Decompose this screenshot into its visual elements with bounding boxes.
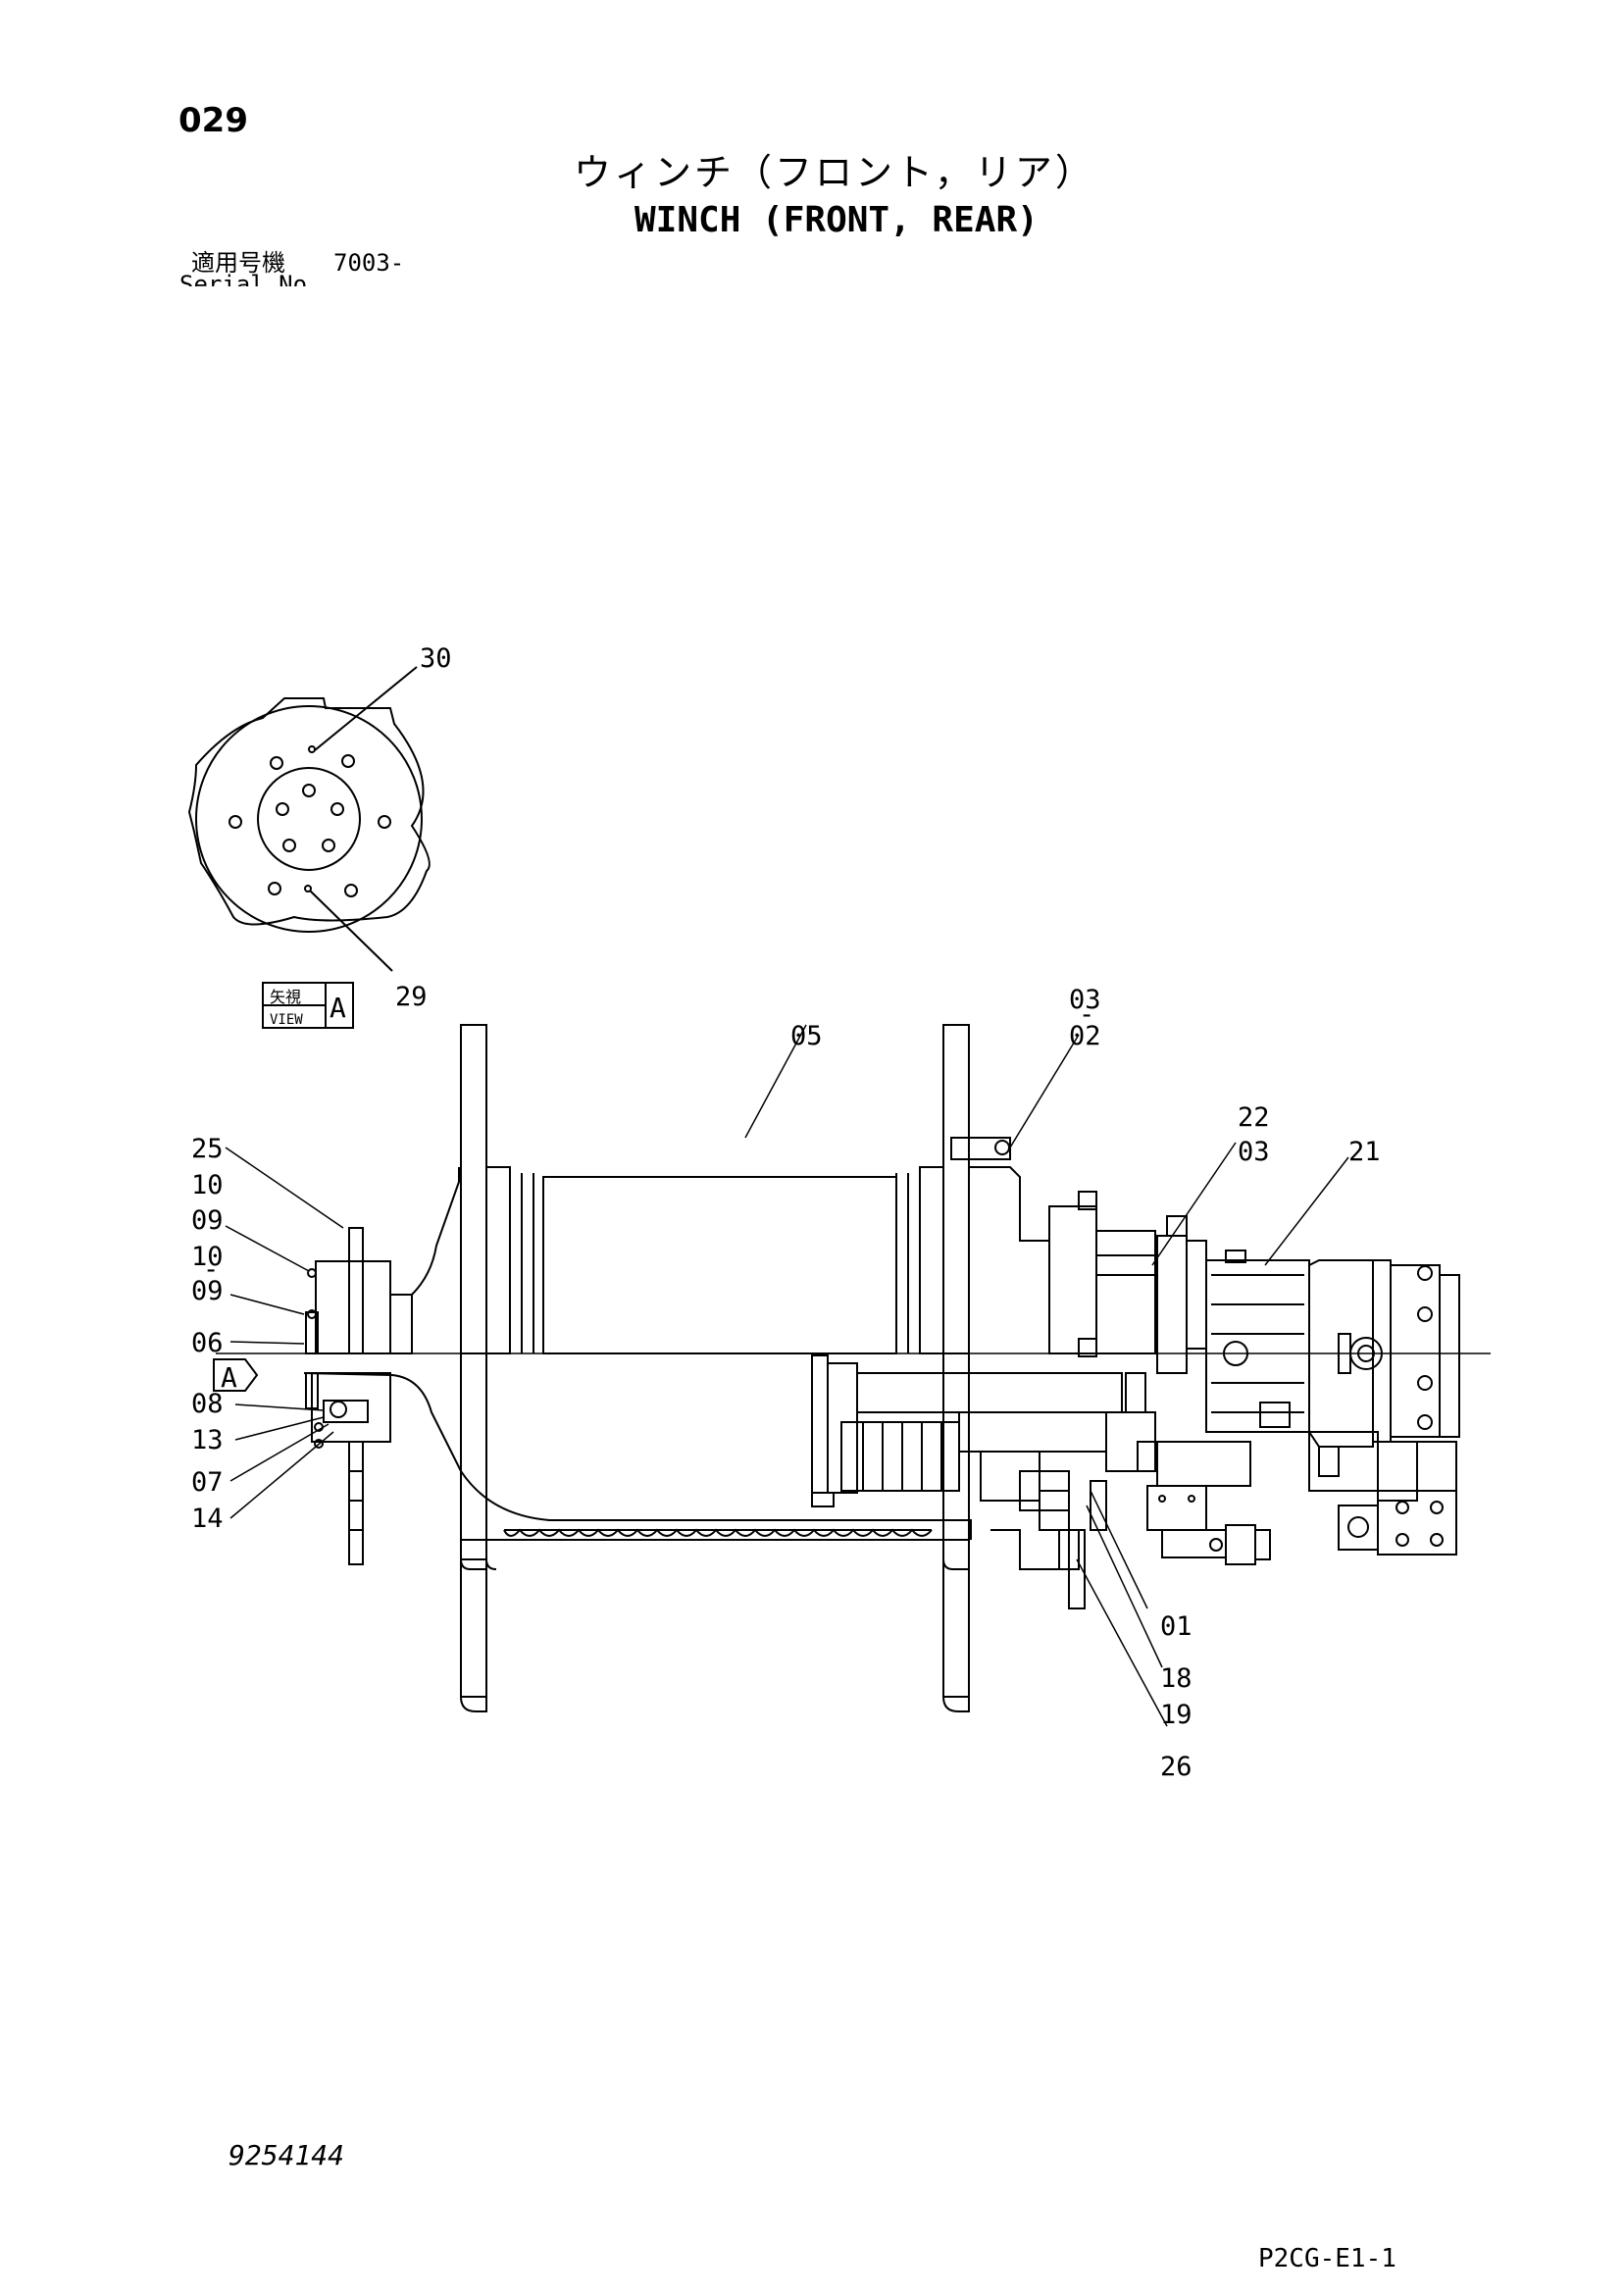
page-number: 029 bbox=[178, 101, 248, 140]
serial-number-value: 7003- bbox=[333, 249, 405, 277]
callout-02: 02 bbox=[1069, 1021, 1101, 1051]
left-bearing-bracket bbox=[305, 1167, 460, 1354]
callout-03-second: 03 bbox=[1238, 1137, 1270, 1167]
left-lower-bracket bbox=[305, 1372, 391, 1565]
leader-29 bbox=[309, 890, 393, 972]
serial-label-japanese: 適用号機 bbox=[191, 249, 285, 277]
page-title-english: WINCH (FRONT, REAR) bbox=[634, 200, 1039, 240]
callout-dash-2: - bbox=[203, 1254, 219, 1285]
view-label-japanese: 矢視 bbox=[270, 988, 301, 1006]
drum-right-flange bbox=[942, 1024, 970, 1570]
callout-09: 09 bbox=[191, 1205, 224, 1236]
view-label-letter: A bbox=[330, 992, 346, 1024]
leader-lines bbox=[225, 1024, 1349, 1727]
callout-01: 01 bbox=[1160, 1611, 1193, 1642]
view-label-box: 矢視 VIEW A bbox=[262, 982, 354, 1029]
drum-body bbox=[485, 1166, 944, 1354]
callout-09-second: 09 bbox=[191, 1276, 224, 1306]
callout-14: 14 bbox=[191, 1504, 224, 1534]
page-title-japanese: ウィンチ（フロント，リア） bbox=[574, 151, 1095, 194]
callout-25: 25 bbox=[191, 1134, 224, 1164]
valve-block-left bbox=[1146, 1485, 1271, 1565]
leader-30 bbox=[314, 666, 418, 751]
document-number: 9254144 bbox=[228, 2139, 345, 2171]
callout-07: 07 bbox=[191, 1467, 224, 1498]
callout-06: 06 bbox=[191, 1328, 224, 1358]
callout-13: 13 bbox=[191, 1425, 224, 1455]
callout-30: 30 bbox=[420, 643, 452, 674]
callout-05: 05 bbox=[790, 1021, 823, 1051]
callout-29: 29 bbox=[395, 982, 428, 1012]
callout-26: 26 bbox=[1160, 1752, 1193, 1782]
serial-label-english: Serial No. bbox=[179, 273, 322, 286]
hydraulic-motor bbox=[1156, 1215, 1460, 1502]
view-arrow-letter: A bbox=[221, 1361, 237, 1394]
drum-right-hub bbox=[950, 1137, 1156, 1357]
callout-21: 21 bbox=[1348, 1137, 1381, 1167]
callout-10: 10 bbox=[191, 1170, 224, 1200]
callout-18: 18 bbox=[1160, 1663, 1193, 1694]
callout-dash: - bbox=[1079, 999, 1094, 1030]
callout-19: 19 bbox=[1160, 1700, 1193, 1730]
view-a-direction-arrow: A bbox=[213, 1358, 259, 1394]
sheet-code: P2CG-E1-1 bbox=[1258, 2244, 1396, 2273]
gear-reducer-section bbox=[811, 1354, 1158, 1609]
callout-08: 08 bbox=[191, 1389, 224, 1419]
valve-block-right bbox=[1338, 1490, 1457, 1556]
callout-10-second: 10 bbox=[191, 1242, 224, 1272]
view-a-flange bbox=[187, 697, 431, 933]
callout-03: 03 bbox=[1069, 985, 1101, 1015]
drum-section-lower bbox=[303, 1372, 972, 1712]
callout-22: 22 bbox=[1238, 1102, 1270, 1133]
view-label-english: VIEW bbox=[270, 1012, 303, 1028]
